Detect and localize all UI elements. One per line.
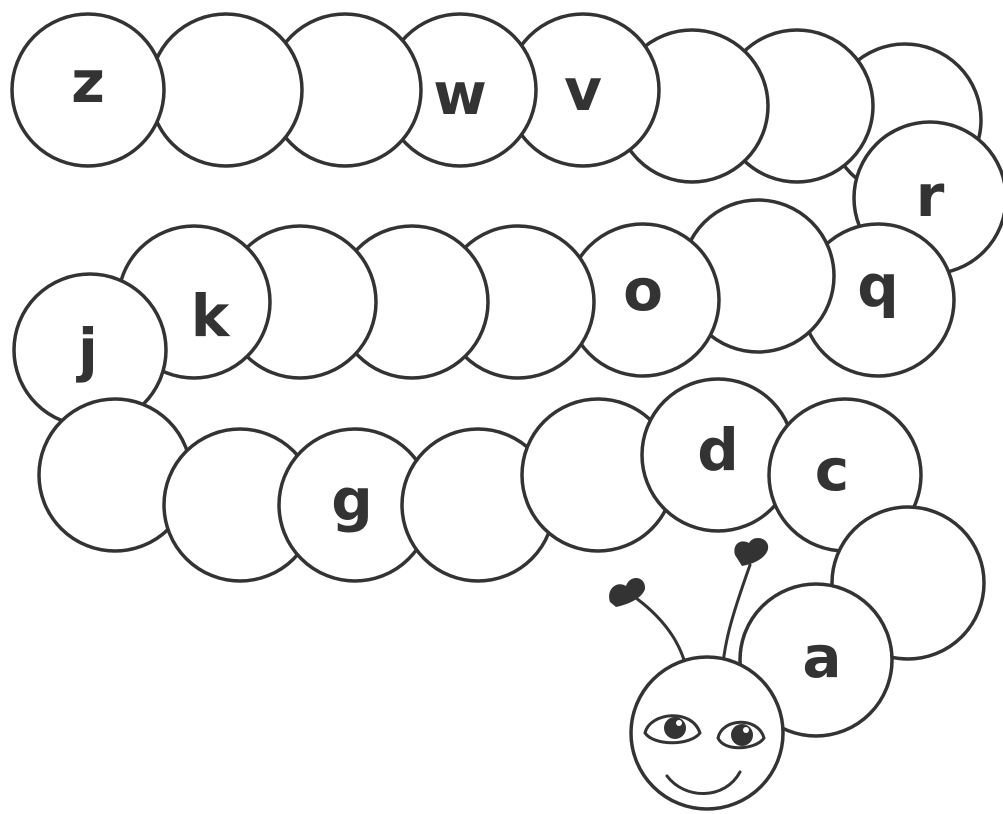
letter-w: w [433,60,487,128]
letter-j: j [76,316,98,384]
letter-v: v [564,56,602,124]
segment-y [148,12,304,168]
letter-q: q [857,252,899,320]
letter-d: d [697,416,739,484]
left-heart-icon [609,578,646,607]
letter-c: c [815,436,849,504]
segment-a [738,582,894,738]
letter-k: k [191,282,231,350]
letter-o: o [623,256,663,324]
letter-a: a [802,623,841,691]
letter-r: r [916,162,945,230]
right-heart-icon [734,538,769,566]
left-pupil [664,717,686,739]
letter-g: g [331,466,373,534]
caterpillar-head [629,655,785,811]
left-eye [643,714,702,745]
right-eye [716,720,766,750]
right-pupil [731,724,753,746]
smile [665,770,742,795]
segment-z [10,12,166,168]
letter-z: z [71,48,105,116]
